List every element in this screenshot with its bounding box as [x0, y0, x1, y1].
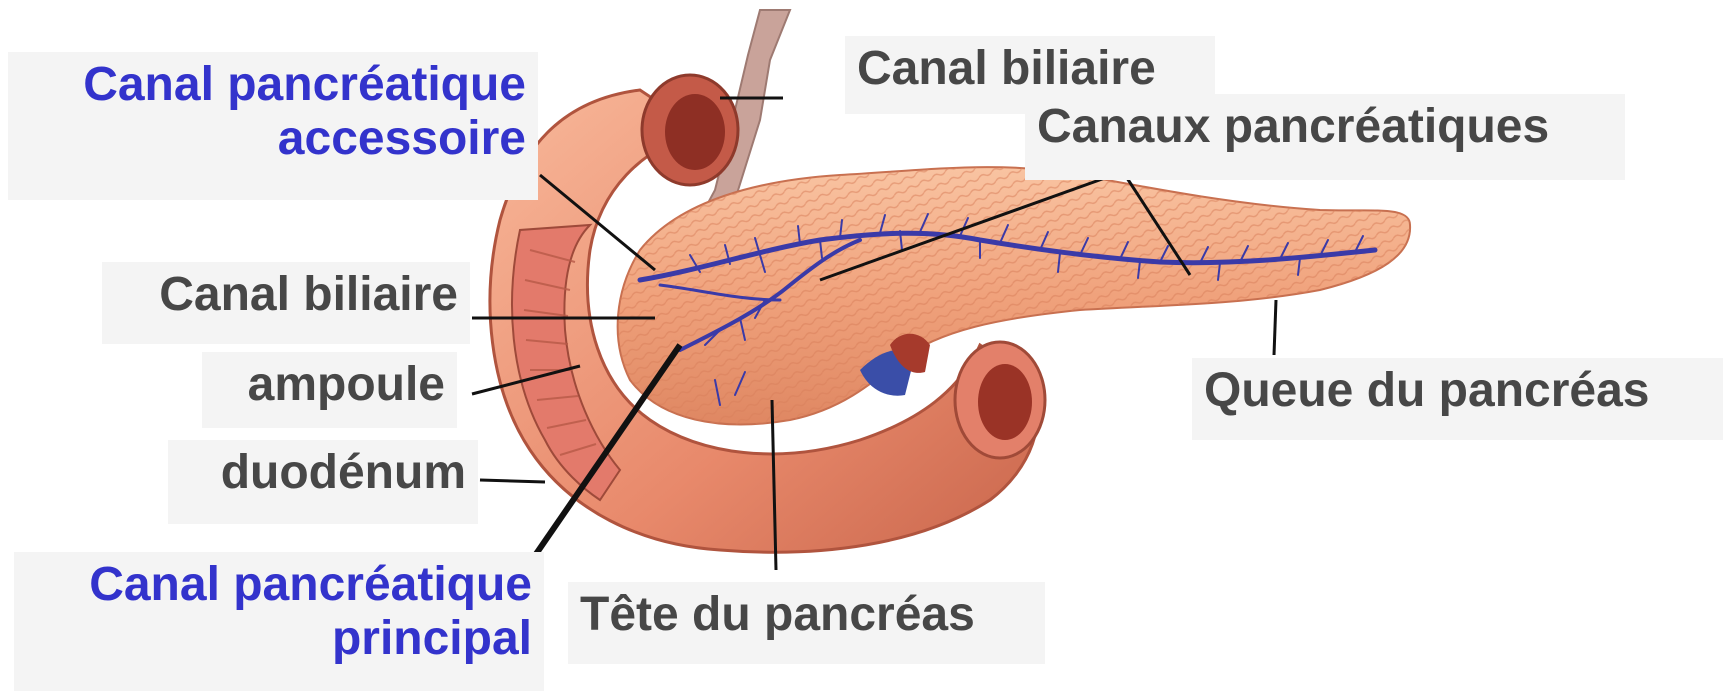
label-ampulla: ampoule — [202, 352, 457, 428]
label-bile-duct-left: Canal biliaire — [102, 262, 470, 344]
leader-duodenum — [480, 480, 545, 482]
leader-tail — [1274, 300, 1276, 355]
label-pancreatic-ducts: Canaux pancréatiques — [1025, 94, 1625, 180]
label-tail: Queue du pancréas — [1192, 358, 1723, 440]
label-duodenum: duodénum — [168, 440, 478, 524]
label-accessory-duct: Canal pancréatique accessoire — [8, 52, 538, 200]
label-main-duct: Canal pancréatique principal — [14, 552, 544, 691]
label-head: Tête du pancréas — [568, 582, 1045, 664]
